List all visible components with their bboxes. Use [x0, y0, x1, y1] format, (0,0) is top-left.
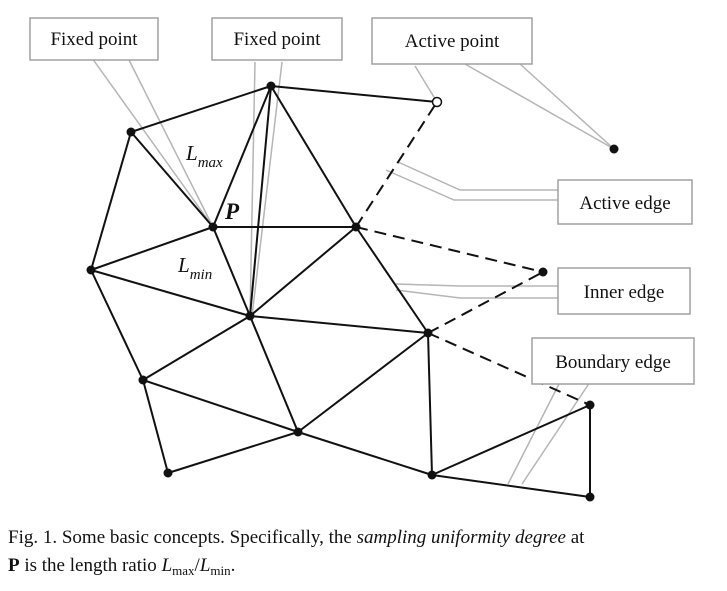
- active-point-label: Active point: [405, 31, 500, 52]
- label-inner-edge: Inner edge: [557, 267, 691, 315]
- mesh-nodes: [86, 81, 619, 502]
- point-p-label: P: [224, 199, 240, 224]
- caption-line-1: Fig. 1. Some basic concepts. Specificall…: [8, 527, 585, 548]
- mesh-edges: [90, 85, 591, 498]
- l-max-label: Lmax: [185, 141, 223, 171]
- active-edge-label: Active edge: [579, 193, 670, 214]
- l-min-label: Lmin: [177, 253, 212, 283]
- label-boundary-edge: Boundary edge: [531, 337, 695, 385]
- callout-leaders: [91, 57, 615, 485]
- label-active-point: Active point: [371, 17, 533, 65]
- boundary-edge-label: Boundary edge: [555, 352, 671, 373]
- label-active-edge: Active edge: [557, 179, 693, 225]
- figure-caption: Fig. 1. Some basic concepts. Specificall…: [8, 524, 724, 580]
- label-fixed-point-2: Fixed point: [211, 17, 343, 61]
- caption-line-2: P is the length ratio Lmax/Lmin.: [8, 555, 236, 578]
- fixed-point-label-1: Fixed point: [50, 29, 138, 50]
- active-edges: [355, 101, 591, 406]
- inner-edge-label: Inner edge: [584, 282, 665, 303]
- active-point-node: [431, 96, 443, 108]
- label-fixed-point-1: Fixed point: [29, 17, 159, 61]
- fixed-point-label-2: Fixed point: [233, 29, 321, 50]
